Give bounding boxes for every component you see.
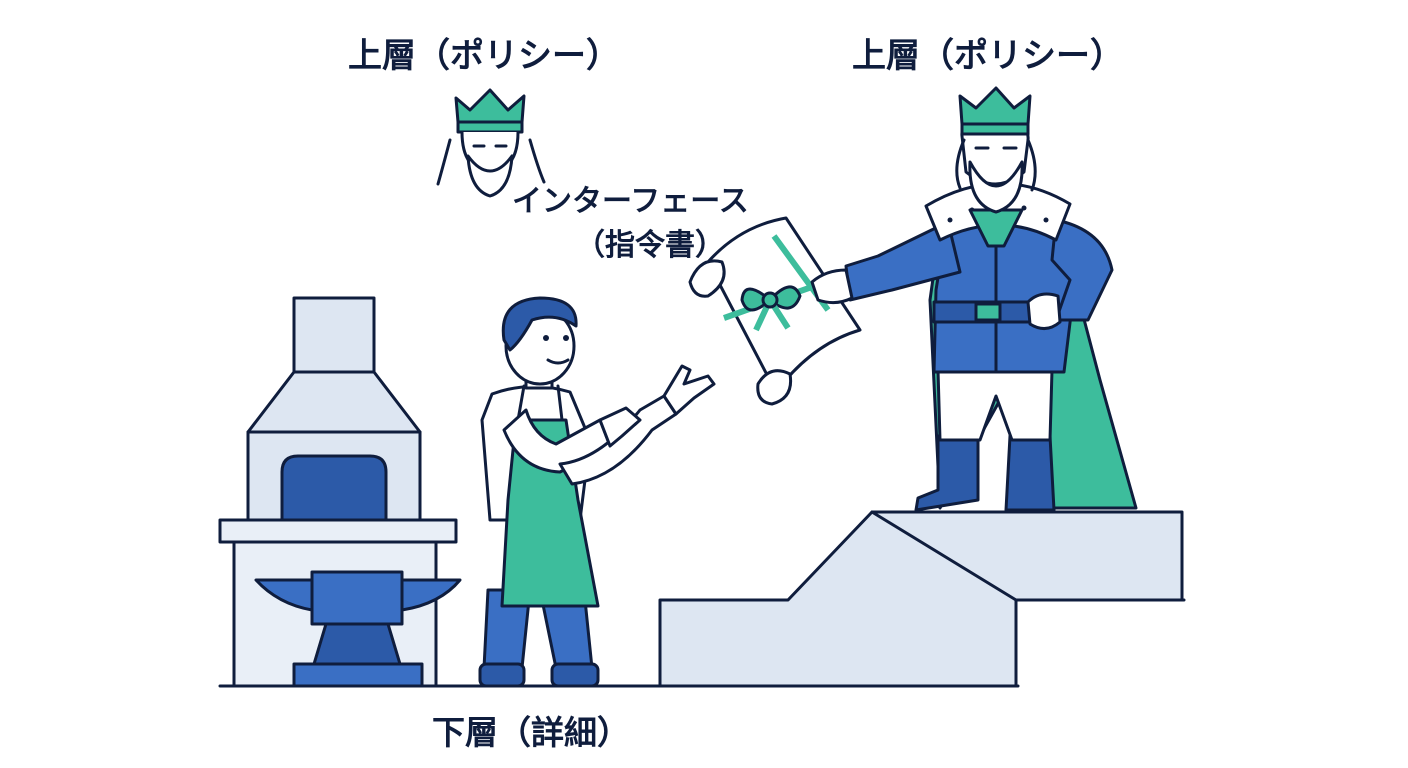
blacksmith-figure bbox=[478, 296, 716, 688]
king-figure bbox=[810, 86, 1138, 512]
crown-icon bbox=[958, 86, 1032, 126]
interface-sublabel: （指令書） bbox=[575, 228, 725, 263]
small-king-head bbox=[436, 88, 546, 198]
lower-layer-label: 下層（詳細） bbox=[432, 713, 630, 752]
anvil-icon bbox=[254, 570, 462, 688]
stage-platform bbox=[658, 510, 1186, 688]
scroll-icon bbox=[688, 216, 862, 406]
ribbon-icon bbox=[740, 285, 802, 332]
upper-layer-label-right: 上層（ポリシー） bbox=[852, 36, 1124, 76]
crown-icon bbox=[454, 88, 526, 124]
upper-layer-label-left: 上層（ポリシー） bbox=[348, 36, 620, 76]
furnace-icon bbox=[218, 296, 458, 688]
interface-label: インターフェース bbox=[512, 184, 749, 219]
